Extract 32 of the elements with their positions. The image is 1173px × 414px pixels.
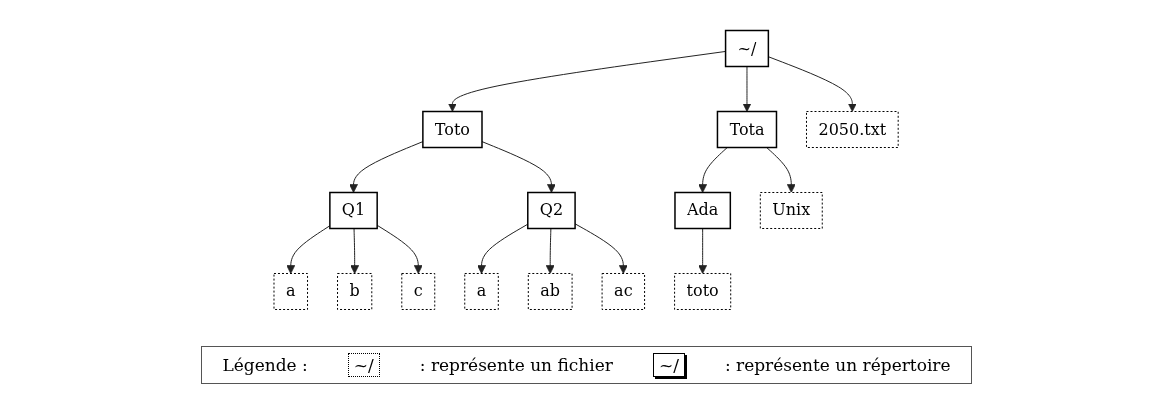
arrow <box>743 66 752 112</box>
arrow <box>377 224 424 274</box>
legend-title: Légende : <box>222 355 308 375</box>
node-box: toto <box>674 273 732 310</box>
directory-sample: ~/ <box>652 353 685 377</box>
node-box: a <box>273 273 309 310</box>
node-box: Q1 <box>329 191 379 230</box>
file-sample: ~/ <box>347 353 380 377</box>
node-box: Q2 <box>527 191 577 230</box>
node-box: 2050.txt <box>806 111 900 148</box>
arrow <box>768 56 858 112</box>
node-box: Unix <box>760 192 824 229</box>
arrow <box>698 228 708 274</box>
node-box: Tota <box>717 110 778 149</box>
legend-text: : représente un fichier <box>419 355 613 375</box>
arrow <box>546 228 555 274</box>
node-box: b <box>337 273 373 310</box>
arrow <box>350 228 360 274</box>
node-box: Ada <box>674 191 732 230</box>
node-box: a <box>464 273 500 310</box>
arrow <box>286 225 331 274</box>
node-box: c <box>401 273 436 310</box>
node-box: ~/ <box>725 29 770 68</box>
node-box: Toto <box>422 110 484 149</box>
arrow <box>575 223 629 274</box>
arrow <box>349 141 424 193</box>
arrow <box>477 223 529 274</box>
legend-text: : représente un répertoire <box>724 355 951 375</box>
arrow <box>698 147 729 193</box>
arrow <box>766 147 797 193</box>
node-box: ab <box>528 273 573 310</box>
node-box: ac <box>602 273 646 310</box>
